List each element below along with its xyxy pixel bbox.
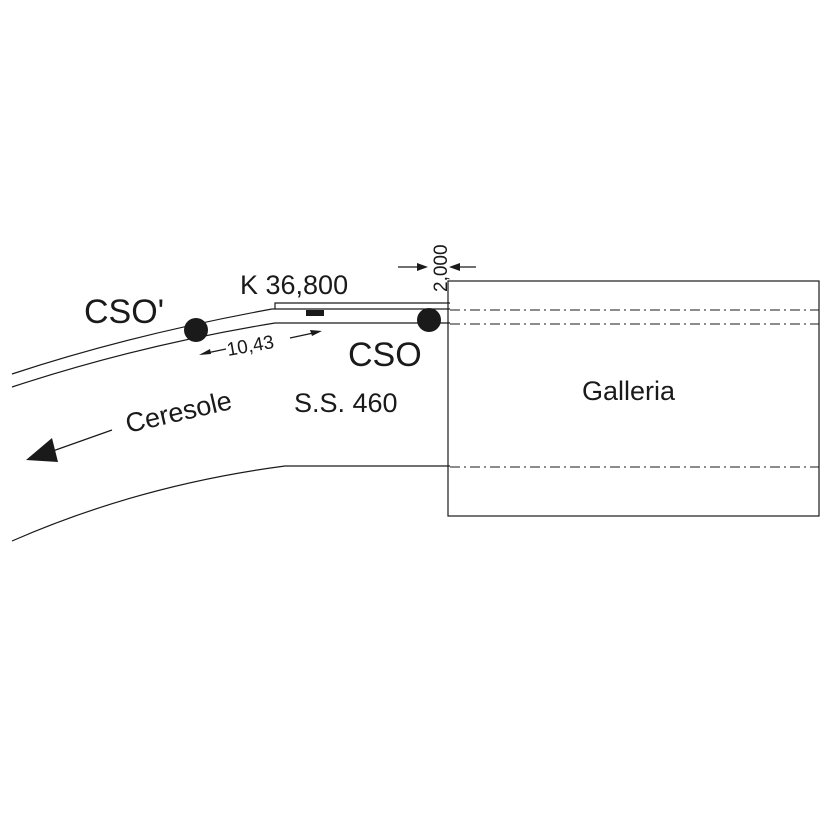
direction-arrow-head-icon	[26, 438, 58, 462]
direction-arrow-shaft	[49, 429, 113, 453]
cso-label: CSO	[348, 336, 422, 374]
road-edge-bottom	[11, 465, 450, 542]
cso-point	[417, 308, 441, 332]
galleria-label: Galleria	[582, 376, 676, 406]
distance-arrow-left-icon	[199, 349, 211, 355]
km-marker-bracket	[274, 302, 450, 309]
cso-prime-label: CSO'	[84, 293, 164, 331]
road-edge-top-outer	[11, 308, 450, 375]
offset-arrow-left-icon	[417, 263, 428, 271]
cso-prime-point	[184, 318, 208, 342]
offset-arrow-right-icon	[449, 263, 460, 271]
distance-label: 10,43	[225, 332, 275, 361]
road-label: S.S. 460	[294, 388, 398, 418]
galleria-box	[447, 280, 820, 517]
direction-label: Ceresole	[123, 385, 235, 439]
km-marker-sign	[306, 310, 324, 316]
km-label: K 36,800	[240, 270, 348, 300]
distance-arrow-right-icon	[310, 330, 322, 336]
offset-label: 2,000	[431, 244, 452, 292]
road-edge-top-inner	[11, 322, 450, 388]
